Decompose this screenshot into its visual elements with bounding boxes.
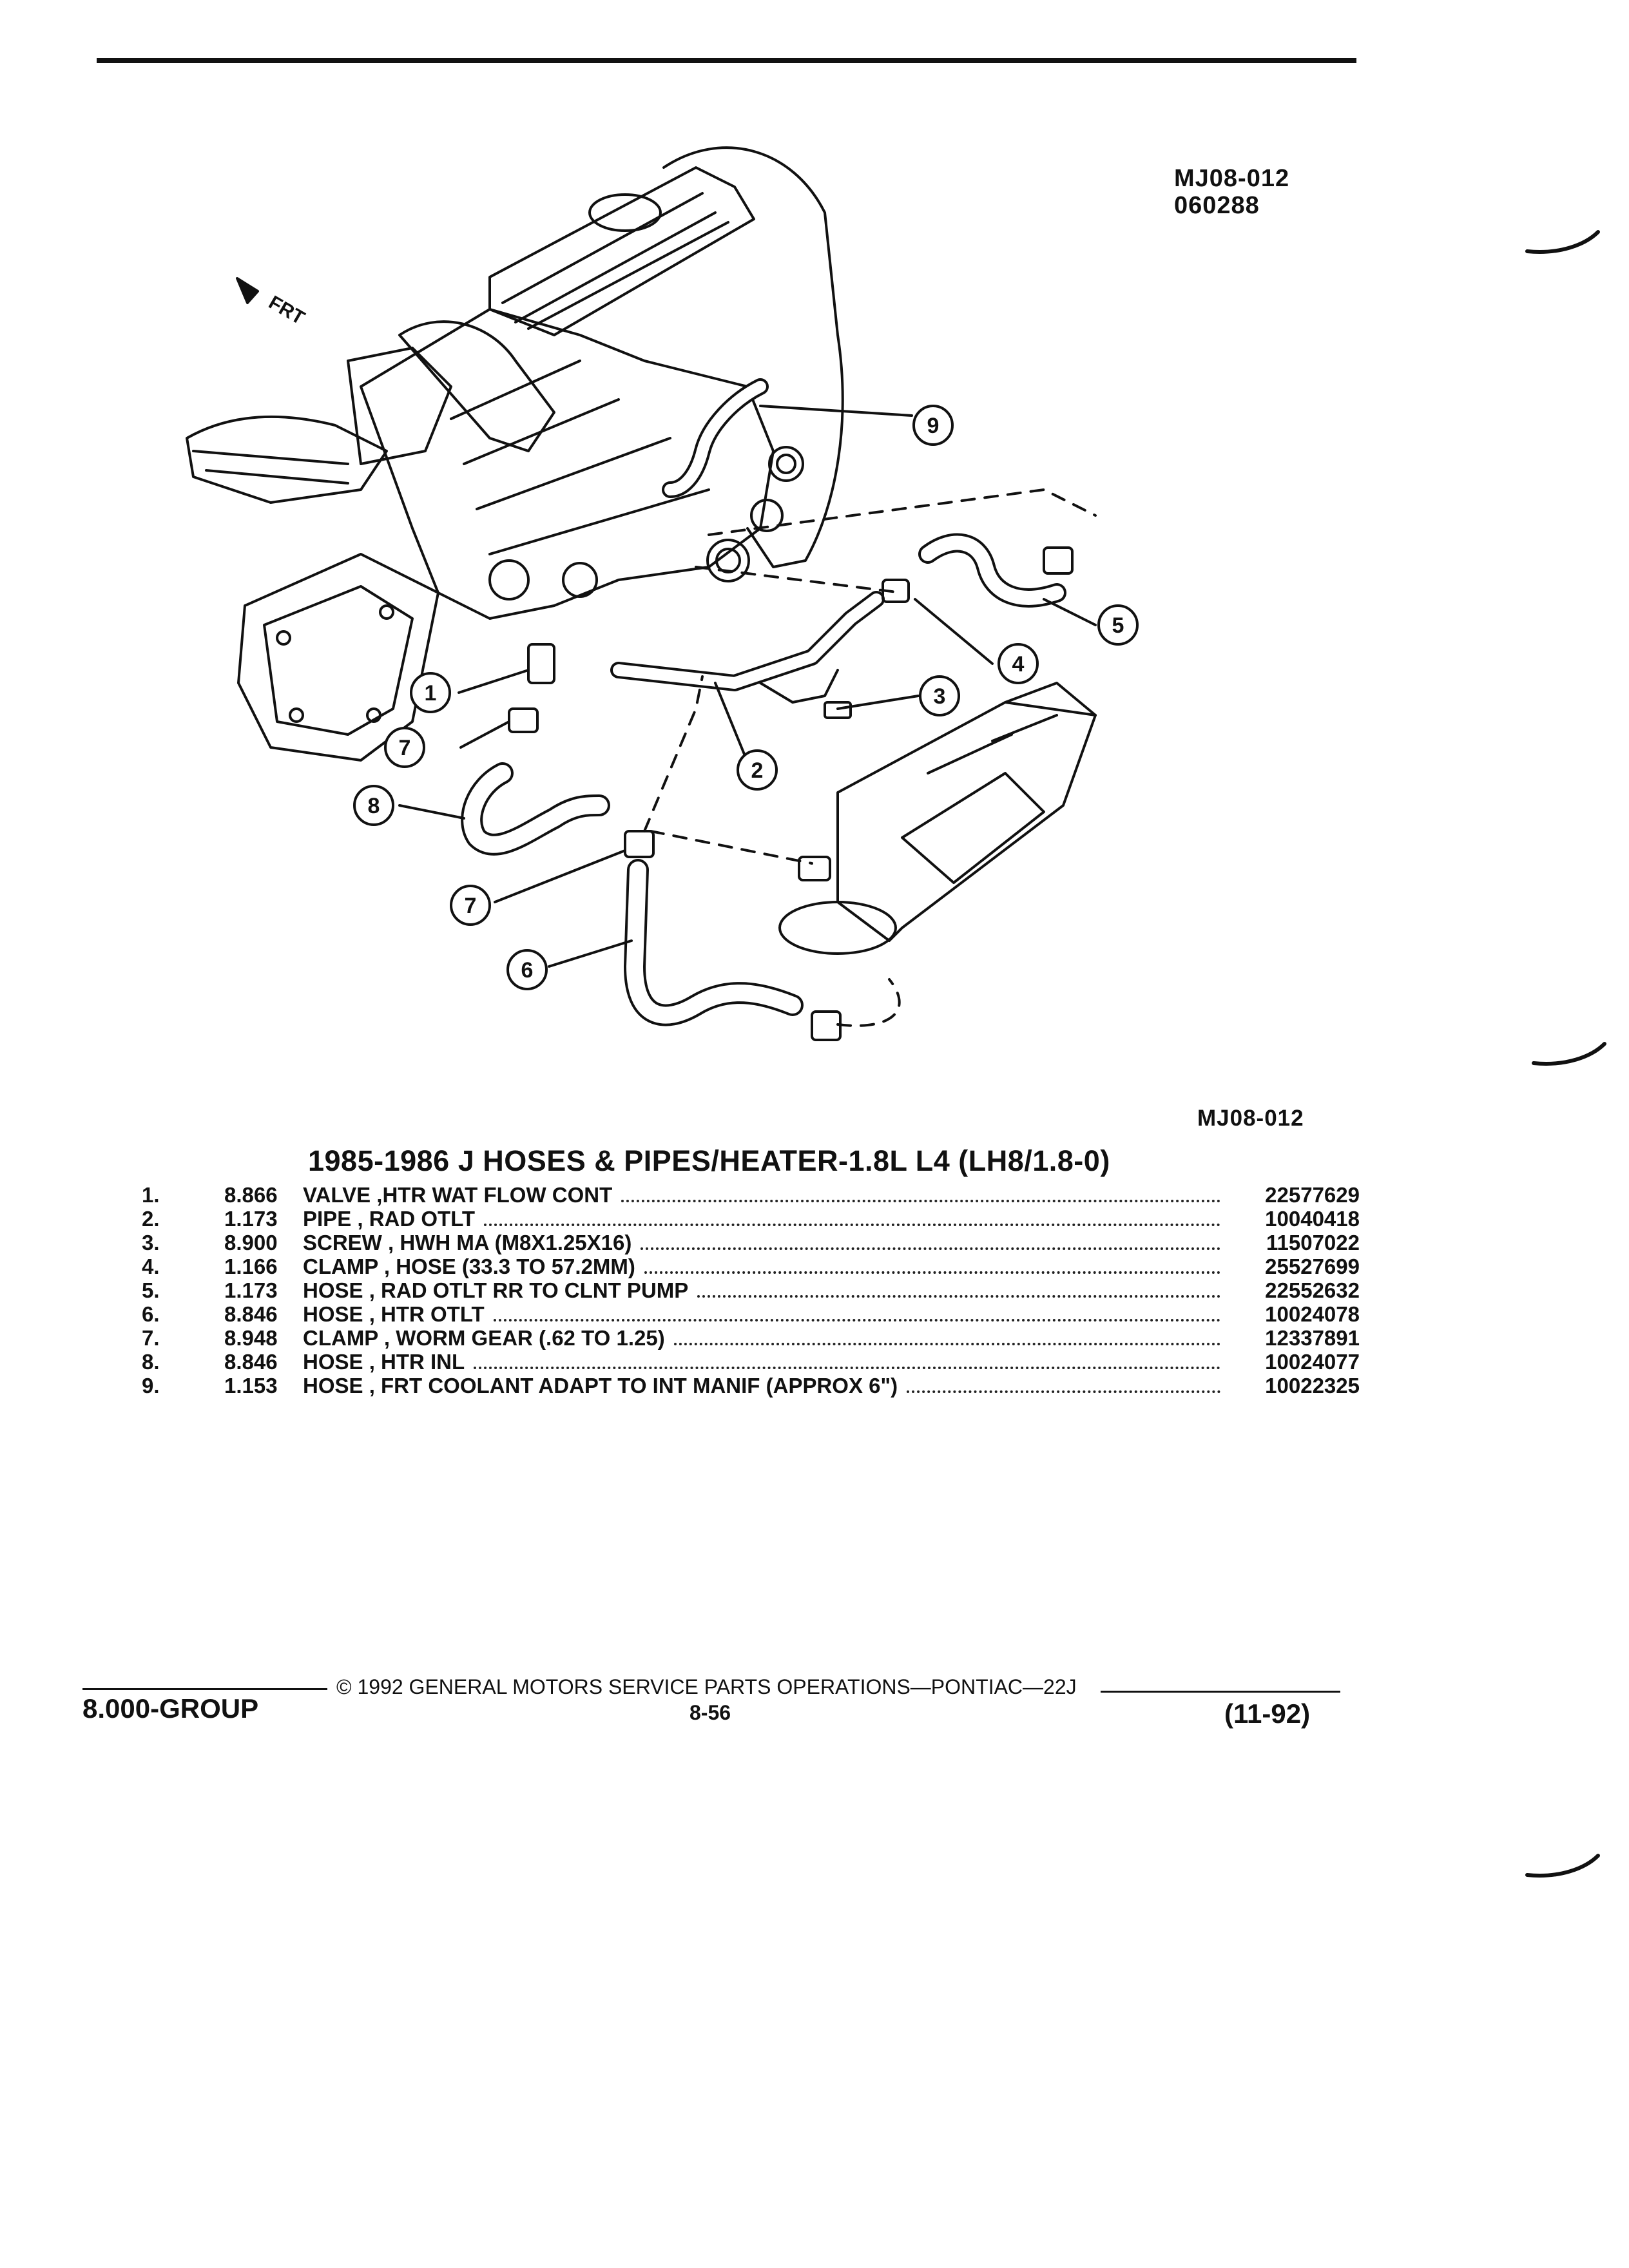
part-description: SCREW , HWH MA (M8X1.25X16) (303, 1231, 632, 1254)
description-cell: HOSE , FRT COOLANT ADAPT TO INT MANIF (A… (303, 1374, 1233, 1398)
item-number: 6. (142, 1302, 160, 1326)
footer-rule-right (1101, 1691, 1340, 1693)
group-number: 8.900 (224, 1231, 278, 1254)
dot-leader (621, 1200, 1220, 1202)
description-cell: SCREW , HWH MA (M8X1.25X16) (303, 1231, 1233, 1255)
part-description: VALVE ,HTR WAT FLOW CONT (303, 1183, 613, 1207)
page-number: 8-56 (689, 1701, 731, 1724)
figure-reference: MJ08-012 (1197, 1106, 1304, 1131)
group-number: 1.173 (224, 1207, 278, 1231)
part-number: 10022325 (1265, 1374, 1360, 1398)
parts-illustration: 1 2 3 4 5 6 7 7 8 9 FRT (186, 146, 1139, 1041)
front-arrow-icon (236, 277, 259, 304)
callout-6: 6 (521, 958, 534, 983)
figure-code: MJ08-012 (1174, 165, 1290, 192)
front-label: FRT (265, 292, 308, 329)
part-number: 22577629 (1265, 1183, 1360, 1207)
group-number: 1.173 (224, 1278, 278, 1302)
parts-row: 3. 8.900 SCREW , HWH MA (M8X1.25X16) 115070… (142, 1231, 1360, 1254)
description-cell: HOSE , HTR INL (303, 1350, 1233, 1374)
item-number: 5. (142, 1278, 160, 1302)
footer-rule-left (82, 1688, 327, 1690)
callout-4: 4 (1012, 652, 1025, 677)
dot-leader (644, 1271, 1220, 1274)
callout-2: 2 (751, 758, 764, 783)
parts-row: 2. 1.173 PIPE , RAD OTLT 10040418 (142, 1207, 1360, 1231)
dot-leader (673, 1343, 1220, 1345)
part-number: 11507022 (1266, 1231, 1360, 1254)
engine-timing-cover (662, 146, 844, 568)
item-number: 3. (142, 1231, 160, 1254)
description-cell: CLAMP , WORM GEAR (.62 TO 1.25) (303, 1326, 1233, 1350)
callout-9: 9 (927, 414, 940, 438)
group-number: 8.846 (224, 1302, 278, 1326)
group-number: 8.948 (224, 1326, 278, 1350)
item-number: 2. (142, 1207, 160, 1231)
parts-row: 1. 8.866 VALVE ,HTR WAT FLOW CONT 22577629 (142, 1183, 1360, 1207)
part-description: HOSE , FRT COOLANT ADAPT TO INT MANIF (A… (303, 1374, 898, 1398)
engine-block (360, 308, 775, 620)
dot-leader (641, 1247, 1220, 1250)
figure-code-block: MJ08-012 060288 (1174, 165, 1289, 219)
item-number: 9. (142, 1374, 160, 1398)
callout-5: 5 (1112, 613, 1124, 638)
part-description: HOSE , HTR INL (303, 1350, 465, 1374)
parts-row: 6. 8.846 HOSE , HTR OTLT 10024078 (142, 1302, 1360, 1326)
margin-scan-marks (1525, 230, 1606, 1878)
part-number: 25527699 (1265, 1254, 1360, 1278)
description-cell: CLAMP , HOSE (33.3 TO 57.2MM) (303, 1254, 1233, 1279)
heater-case (836, 701, 1097, 942)
section-title: 1985-1986 J HOSES & PIPES/HEATER-1.8L L4… (308, 1144, 1110, 1177)
group-number: 8.846 (224, 1350, 278, 1374)
dot-leader (484, 1224, 1220, 1226)
group-number: 1.153 (224, 1374, 278, 1398)
parts-row: 9. 1.153 HOSE , FRT COOLANT ADAPT TO INT M… (142, 1374, 1360, 1398)
part-description: HOSE , HTR OTLT (303, 1302, 485, 1326)
figure-date-code: 060288 (1174, 192, 1260, 219)
part-number: 10024078 (1265, 1302, 1360, 1326)
part-description: CLAMP , WORM GEAR (.62 TO 1.25) (303, 1326, 665, 1350)
item-number: 7. (142, 1326, 160, 1350)
callout-1: 1 (425, 681, 437, 706)
part-number: 22552632 (1265, 1278, 1360, 1302)
group-label: 8.000-GROUP (82, 1693, 259, 1724)
copyright-notice: © 1992 GENERAL MOTORS SERVICE PARTS OPER… (336, 1675, 1077, 1698)
description-cell: PIPE , RAD OTLT (303, 1207, 1233, 1231)
part-number: 10040418 (1265, 1207, 1360, 1231)
dot-leader (697, 1295, 1220, 1298)
item-number: 1. (142, 1183, 160, 1207)
description-cell: HOSE , RAD OTLT RR TO CLNT PUMP (303, 1278, 1233, 1303)
dot-leader (493, 1319, 1220, 1321)
intake-manifold (398, 320, 555, 452)
group-number: 1.166 (224, 1254, 278, 1278)
part-description: HOSE , RAD OTLT RR TO CLNT PUMP (303, 1278, 689, 1302)
engine-valve-cover (488, 166, 755, 336)
callout-7b: 7 (465, 894, 477, 918)
description-cell: HOSE , HTR OTLT (303, 1302, 1233, 1327)
callout-7a: 7 (399, 736, 411, 760)
oil-filler-cap (588, 193, 662, 232)
part-number: 10024077 (1265, 1350, 1360, 1374)
item-number: 4. (142, 1254, 160, 1278)
revision-date: (11-92) (1224, 1698, 1311, 1729)
top-rule (97, 58, 1356, 63)
dot-leader (907, 1390, 1220, 1393)
parts-row: 8. 8.846 HOSE , HTR INL 10024077 (142, 1350, 1360, 1374)
description-cell: VALVE ,HTR WAT FLOW CONT (303, 1183, 1233, 1207)
dot-leader (474, 1367, 1220, 1369)
group-number: 8.866 (224, 1183, 278, 1207)
part-description: CLAMP , HOSE (33.3 TO 57.2MM) (303, 1254, 635, 1278)
callout-8: 8 (368, 794, 380, 818)
parts-row: 5. 1.173 HOSE , RAD OTLT RR TO CLNT PUMP 22… (142, 1278, 1360, 1302)
item-number: 8. (142, 1350, 160, 1374)
hose-9 (662, 378, 769, 498)
part-description: PIPE , RAD OTLT (303, 1207, 476, 1231)
callout-3: 3 (934, 684, 946, 709)
parts-row: 4. 1.166 CLAMP , HOSE (33.3 TO 57.2MM) 2552… (142, 1254, 1360, 1278)
part-number: 12337891 (1265, 1326, 1360, 1350)
parts-row: 7. 8.948 CLAMP , WORM GEAR (.62 TO 1.25) 12… (142, 1326, 1360, 1350)
